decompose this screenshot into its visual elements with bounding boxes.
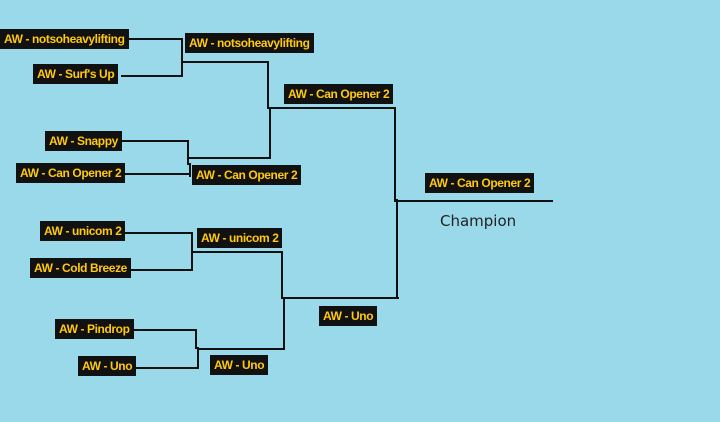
- round2-entry-notsoheavylifting: AW - notsoheavylifting: [185, 33, 314, 53]
- round2-entry-unicom-2: AW - unicom 2: [197, 228, 283, 248]
- connector-r1-match-3: [125, 232, 283, 271]
- round1-entry-unicom-2: AW - unicom 2: [40, 221, 126, 241]
- round1-entry-surfs-up: AW - Surf's Up: [33, 64, 119, 84]
- semifinal-entry-can-opener-2: AW - Can Opener 2: [284, 84, 394, 104]
- connector-r2-match-2: [281, 251, 399, 350]
- round1-entry-pindrop: AW - Pindrop: [55, 319, 134, 339]
- semifinal-entry-uno: AW - Uno: [319, 306, 378, 326]
- round2-entry-can-opener-2: AW - Can Opener 2: [192, 165, 302, 185]
- champion-caption: Champion: [440, 212, 517, 230]
- connector-r1-match-1: [121, 38, 269, 77]
- connector-r1-match-4: [133, 329, 285, 369]
- connector-r1-match-2: [121, 140, 269, 177]
- round1-entry-can-opener-2: AW - Can Opener 2: [16, 163, 126, 183]
- champion-entry: AW - Can Opener 2: [425, 173, 535, 193]
- round1-entry-snappy: AW - Snappy: [45, 131, 122, 151]
- round1-entry-notsoheavylifting: AW - notsoheavylifting: [0, 29, 129, 49]
- round1-entry-uno: AW - Uno: [78, 356, 137, 376]
- connector-final: [394, 107, 553, 299]
- round2-entry-uno: AW - Uno: [210, 355, 269, 375]
- connector-r2-match-1: [267, 61, 396, 159]
- round1-entry-cold-breeze: AW - Cold Breeze: [30, 258, 131, 278]
